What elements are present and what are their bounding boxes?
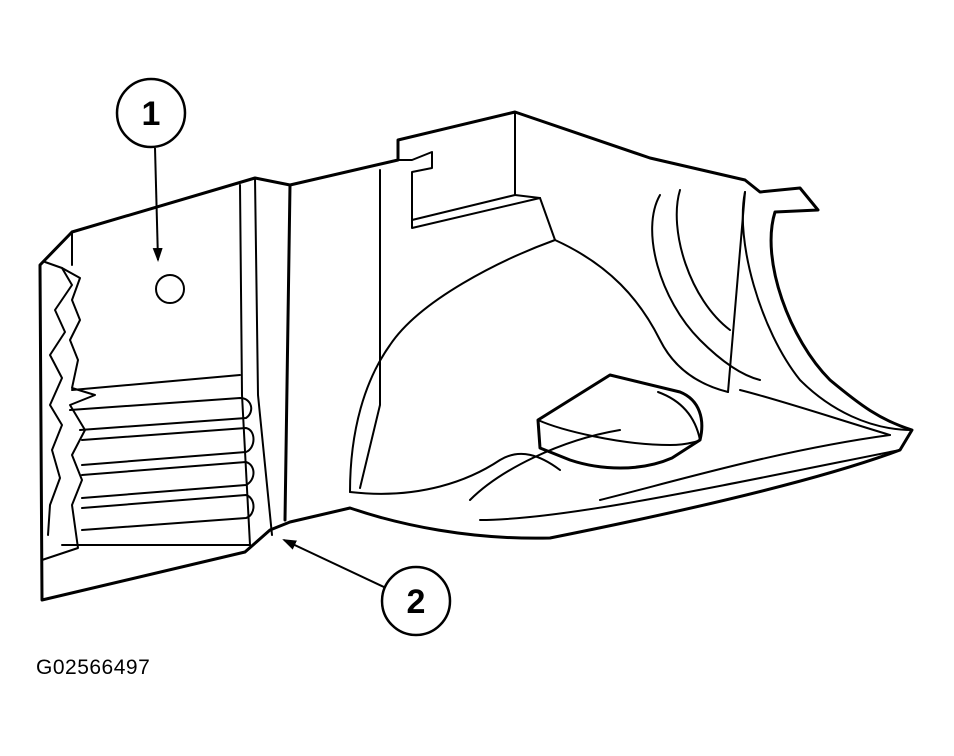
callout-1-leader bbox=[152, 147, 163, 262]
callout-2-leader bbox=[282, 539, 387, 589]
callout-2-label: 2 bbox=[407, 583, 426, 621]
callout-1-circle bbox=[115, 77, 187, 149]
callout-1: 1 bbox=[115, 77, 187, 262]
callout-2-circle bbox=[380, 565, 452, 637]
wheel-well-contour bbox=[349, 189, 913, 493]
callout-2: 2 bbox=[282, 539, 452, 637]
upper-shelf bbox=[359, 111, 556, 489]
trim-panel-outline bbox=[38, 110, 914, 602]
callout-1-label: 1 bbox=[142, 95, 161, 133]
left-flange bbox=[41, 231, 96, 561]
floor-contour bbox=[349, 429, 901, 521]
vertical-ribs bbox=[239, 177, 292, 546]
raised-block bbox=[536, 373, 704, 470]
mounting-hole bbox=[155, 274, 185, 304]
figure-code: G02566497 bbox=[36, 656, 151, 679]
corrugations bbox=[61, 374, 255, 546]
